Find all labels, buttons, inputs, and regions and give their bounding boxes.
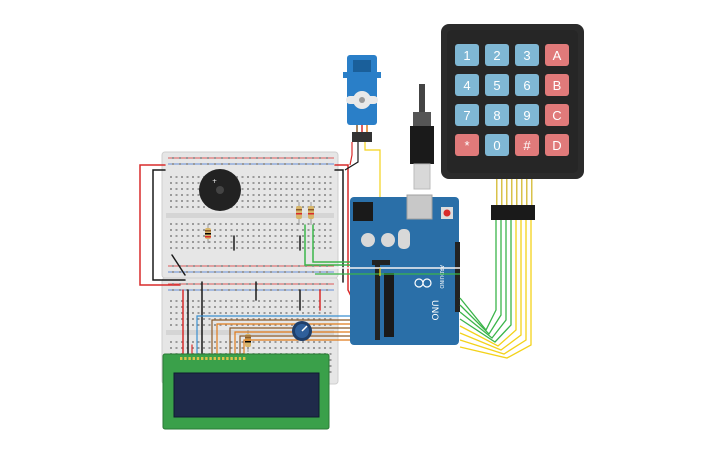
keypad-key-label: * [464, 138, 469, 153]
keypad-key-label: C [552, 108, 561, 123]
keypad-wires [459, 220, 532, 359]
keypad-key-5 [485, 74, 509, 96]
keypad-key-label: 9 [523, 108, 530, 123]
resistor-1 [205, 224, 211, 243]
resistor-3 [308, 202, 314, 225]
keypad-key-label: 4 [463, 78, 470, 93]
keypad-key-label: 2 [493, 48, 500, 63]
keypad-key-label: 0 [493, 138, 500, 153]
keypad-key-7 [455, 104, 479, 126]
keypad-key-label: A [553, 48, 562, 63]
resistor-2 [296, 202, 302, 225]
arduino-brand-label: ARDUINO [438, 265, 444, 289]
servo-motor [343, 55, 381, 142]
arduino-uno: UNO ARDUINO [350, 194, 460, 345]
breadboard-wires [139, 164, 361, 358]
keypad-key-9 [515, 104, 539, 126]
keypad-key-label: 6 [523, 78, 530, 93]
svg-text:+: + [212, 178, 217, 185]
keypad-key-3 [515, 44, 539, 66]
keypad-key-label: # [523, 138, 531, 153]
keypad-key-star [455, 134, 479, 156]
keypad-key-D [545, 134, 569, 156]
keypad-key-B [545, 74, 569, 96]
keypad-key-C [545, 104, 569, 126]
lcd-display [162, 353, 330, 430]
keypad-ribbon [496, 179, 533, 206]
arduino-pin-wires [315, 267, 460, 276]
keypad-key-2 [485, 44, 509, 66]
keypad-key-A [545, 44, 569, 66]
keypad-key-1 [455, 44, 479, 66]
piezo-buzzer: + [199, 169, 241, 211]
keypad-key-label: B [553, 78, 562, 93]
keypad-key-label: 8 [493, 108, 500, 123]
keypad-key-hash [515, 134, 539, 156]
keypad-key-label: 1 [463, 48, 470, 63]
arduino-uno-label: UNO [429, 300, 439, 320]
keypad-key-4 [455, 74, 479, 96]
keypad-key-label: 5 [493, 78, 500, 93]
arduino-logo [414, 278, 432, 288]
keypad-key-8 [485, 104, 509, 126]
keypad-key-label: 7 [463, 108, 470, 123]
keypad-key-label: D [552, 138, 561, 153]
servo-wires [344, 125, 381, 268]
usb-cable [410, 84, 434, 190]
keypad-key-6 [515, 74, 539, 96]
keypad: 1 2 3 A 4 5 6 B 7 8 9 C * 0 # D [441, 24, 584, 220]
keypad-key-label: 3 [523, 48, 530, 63]
keypad-key-0 [485, 134, 509, 156]
potentiometer [292, 321, 312, 341]
